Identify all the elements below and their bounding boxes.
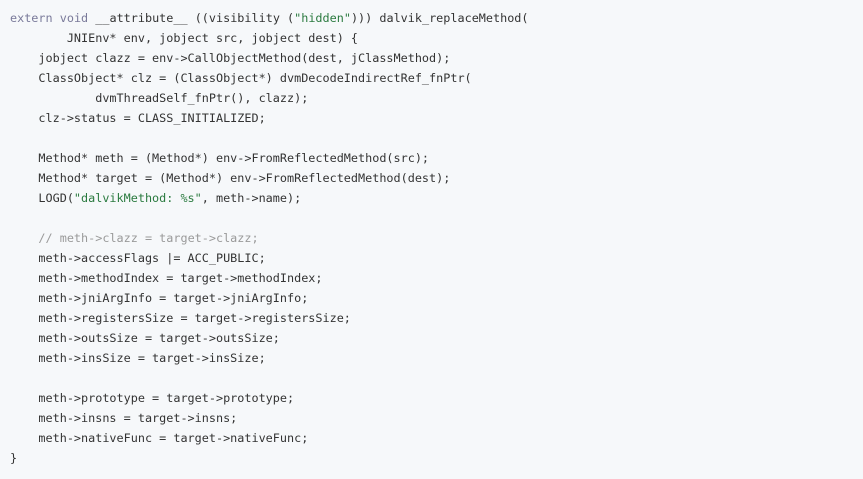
code-token-text: meth->accessFlags |= ACC_PUBLIC;: [10, 251, 266, 265]
code-line: meth->methodIndex = target->methodIndex;: [10, 268, 863, 288]
code-line: }: [10, 448, 863, 468]
code-line: LOGD("dalvikMethod: %s", meth->name);: [10, 188, 863, 208]
code-line: // meth->clazz = target->clazz;: [10, 228, 863, 248]
code-line: ClassObject* clz = (ClassObject*) dvmDec…: [10, 68, 863, 88]
code-token-text: dvmThreadSelf_fnPtr(), clazz);: [10, 91, 309, 105]
code-line: Method* meth = (Method*) env->FromReflec…: [10, 148, 863, 168]
code-line: clz->status = CLASS_INITIALIZED;: [10, 108, 863, 128]
code-line: [10, 128, 863, 148]
code-token-string: "hidden": [294, 11, 351, 25]
code-line: Method* target = (Method*) env->FromRefl…: [10, 168, 863, 188]
code-line: jobject clazz = env->CallObjectMethod(de…: [10, 48, 863, 68]
code-line: meth->insns = target->insns;: [10, 408, 863, 428]
code-line: extern void __attribute__ ((visibility (…: [10, 8, 863, 28]
code-token-text: meth->methodIndex = target->methodIndex;: [10, 271, 323, 285]
code-token-text: meth->prototype = target->prototype;: [10, 391, 295, 405]
code-token-keyword: extern: [10, 11, 53, 25]
code-line: meth->jniArgInfo = target->jniArgInfo;: [10, 288, 863, 308]
code-token-text: meth->registersSize = target->registersS…: [10, 311, 351, 325]
code-token-text: Method* meth = (Method*) env->FromReflec…: [10, 151, 430, 165]
code-line: meth->nativeFunc = target->nativeFunc;: [10, 428, 863, 448]
code-token-string: "dalvikMethod: %s": [73, 191, 202, 205]
code-token-text: [10, 231, 38, 245]
code-line: meth->prototype = target->prototype;: [10, 388, 863, 408]
code-line: meth->outsSize = target->outsSize;: [10, 328, 863, 348]
code-line: meth->registersSize = target->registersS…: [10, 308, 863, 328]
code-token-text: meth->nativeFunc = target->nativeFunc;: [10, 431, 309, 445]
code-line: meth->insSize = target->insSize;: [10, 348, 863, 368]
code-token-text: meth->outsSize = target->outsSize;: [10, 331, 280, 345]
code-token-text: }: [10, 451, 18, 465]
code-token-text: __attribute__ ((visibility (: [88, 11, 295, 25]
code-token-text: JNIEnv* env, jobject src, jobject dest) …: [10, 31, 359, 45]
code-token-text: ))) dalvik_replaceMethod(: [350, 11, 529, 25]
code-token-text: clz->status = CLASS_INITIALIZED;: [10, 111, 266, 125]
code-token-text: [53, 11, 60, 25]
code-token-text: meth->insSize = target->insSize;: [10, 351, 266, 365]
code-line: [10, 208, 863, 228]
code-line: meth->accessFlags |= ACC_PUBLIC;: [10, 248, 863, 268]
code-token-text: meth->jniArgInfo = target->jniArgInfo;: [10, 291, 309, 305]
code-token-text: Method* target = (Method*) env->FromRefl…: [10, 171, 451, 185]
code-line: JNIEnv* env, jobject src, jobject dest) …: [10, 28, 863, 48]
code-line: dvmThreadSelf_fnPtr(), clazz);: [10, 88, 863, 108]
code-token-keyword: void: [59, 11, 89, 25]
code-token-text: meth->insns = target->insns;: [10, 411, 238, 425]
code-token-text: , meth->name);: [201, 191, 302, 205]
code-token-text: ClassObject* clz = (ClassObject*) dvmDec…: [10, 71, 472, 85]
code-token-comment: // meth->clazz = target->clazz;: [38, 231, 259, 245]
code-token-text: jobject clazz = env->CallObjectMethod(de…: [10, 51, 451, 65]
code-line: [10, 368, 863, 388]
code-token-text: LOGD(: [10, 191, 74, 205]
